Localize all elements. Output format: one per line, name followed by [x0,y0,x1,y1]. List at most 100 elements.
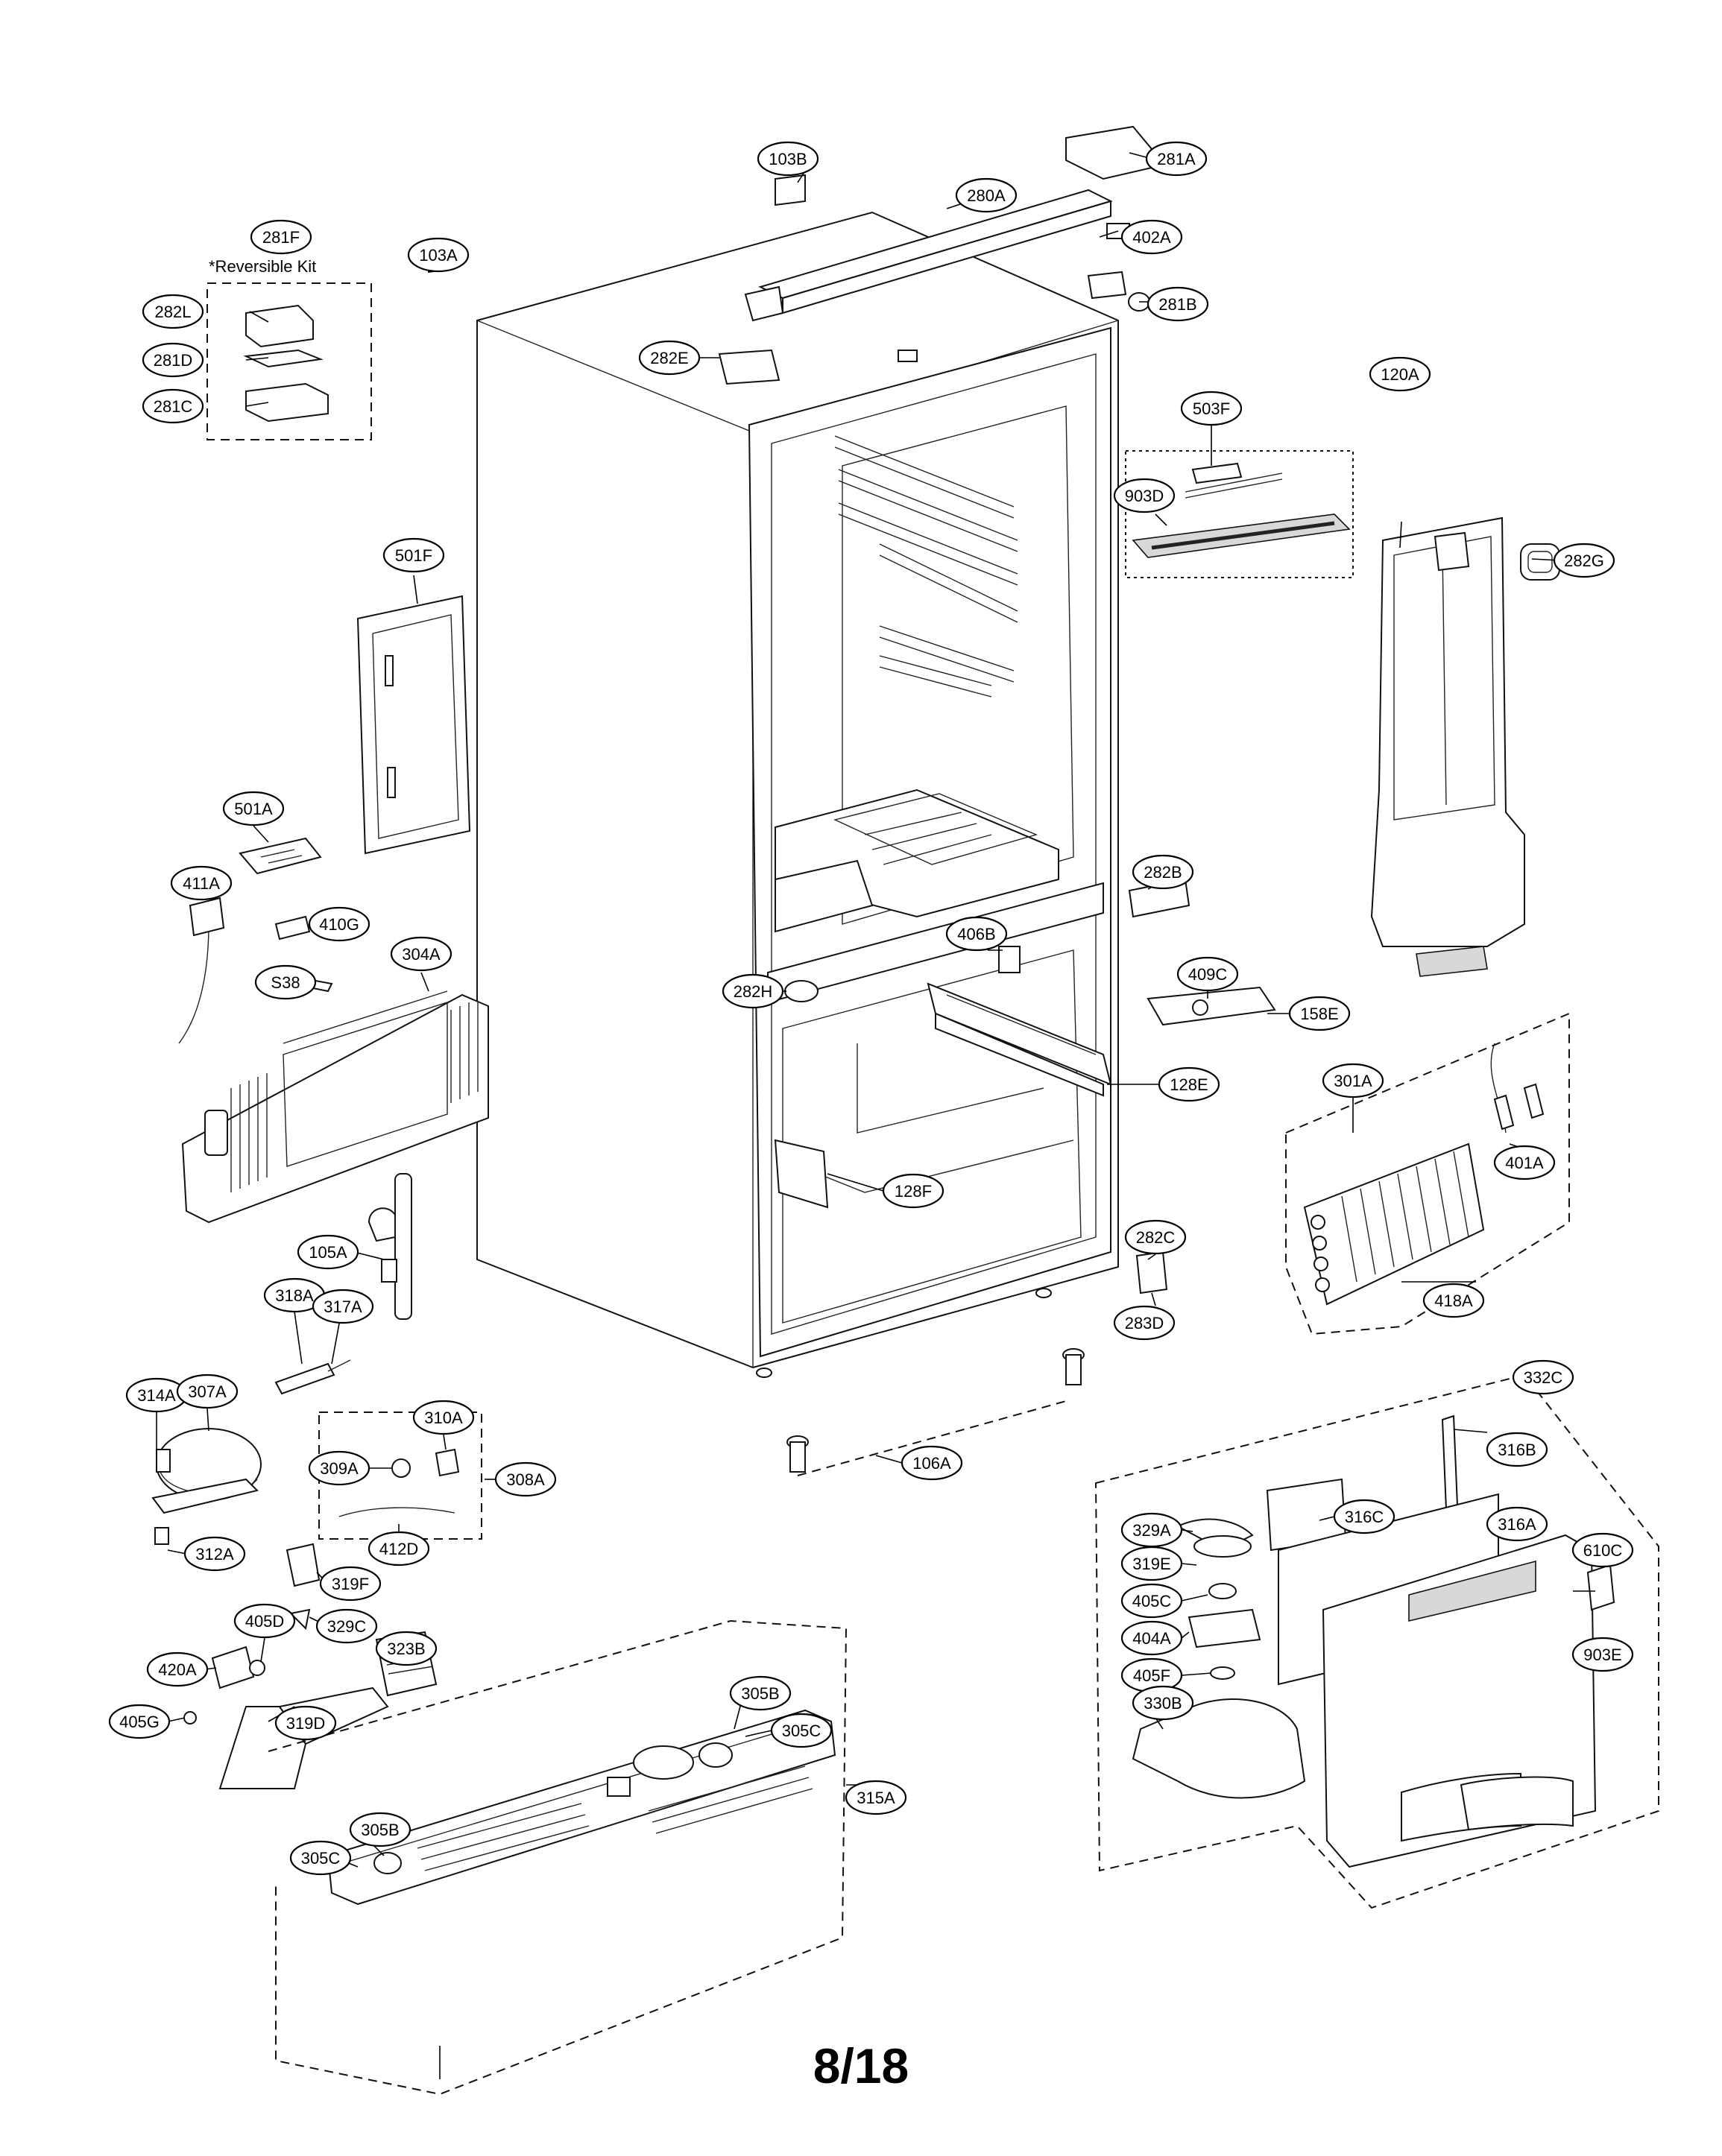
callout-402a: 402A [1120,219,1183,255]
callout-label: 103A [419,246,458,265]
callout-label: 282L [155,303,192,321]
callout-158e: 158E [1288,996,1351,1031]
callout-282g: 282G [1553,543,1615,578]
callout-401a: 401A [1493,1145,1556,1180]
back-cover [181,990,489,1224]
evaporator-group [1285,1012,1570,1335]
callout-103a: 103A [407,237,470,273]
callout-128f: 128F [882,1173,944,1209]
callout-label: 418A [1434,1292,1473,1310]
callout-label: 283D [1125,1314,1164,1333]
callout-610c: 610C [1571,1532,1634,1568]
callout-282e: 282E [638,340,701,376]
callout-label: 412D [379,1540,419,1558]
callout-label: 281D [154,351,193,370]
callout-labels: 103B 281A 280A 402A 281F 103A 281B 282L 282E 281D… [108,141,1634,1876]
callout-label: 401A [1505,1154,1544,1172]
callout-label: 501F [395,546,432,565]
callout-309a: 309A [308,1450,370,1486]
evaporator-tube-ends [1311,1215,1330,1292]
callout-501a: 501A [222,791,285,826]
callout-label: 282C [1136,1228,1176,1247]
refrigerator-cabinet [476,211,1119,1378]
callout-103b: 103B [757,141,819,177]
callout-330b: 330B [1132,1685,1194,1721]
callout-405c: 405C [1120,1583,1183,1619]
callout-281a: 281A [1145,141,1208,177]
callout-label: 304A [402,945,441,964]
page-number: 8/18 [813,2038,909,2093]
capillary-parts [274,1359,351,1395]
callout-283d: 283D [1113,1305,1176,1341]
callout-329a: 329A [1120,1512,1183,1548]
callout-label: 610C [1583,1541,1623,1560]
callout-label: 281A [1157,150,1196,168]
part-406B [998,946,1021,973]
power-cord [178,897,225,1044]
part-319F [286,1543,321,1587]
callout-label: 420A [158,1660,197,1679]
callout-label: 309A [320,1459,359,1478]
lamp-cover [1147,986,1276,1026]
callout-305b-top: 305B [729,1675,792,1711]
callout-label: 128E [1170,1075,1208,1094]
callout-281b: 281B [1147,286,1209,322]
callout-420a: 420A [146,1651,209,1687]
callout-label: 282E [650,349,688,367]
callout-405d: 405D [233,1603,296,1639]
callout-label: 307A [188,1382,227,1401]
callout-305c-top: 305C [770,1713,833,1748]
part-410G [274,915,311,941]
callout-282c: 282C [1124,1219,1187,1255]
callout-label: 903D [1125,487,1164,505]
callout-501f: 501F [382,537,445,573]
callout-903d: 903D [1113,478,1176,513]
callout-label: 308A [506,1470,545,1489]
callout-409c: 409C [1176,956,1239,992]
part-128F [774,1139,829,1209]
base-plate [268,1619,848,2096]
reversible-kit: *Reversible Kit [206,257,372,440]
callout-316b: 316B [1486,1432,1548,1467]
callout-label: 305C [782,1722,821,1740]
callout-label: 280A [967,186,1006,205]
callout-301a: 301A [1322,1063,1384,1098]
callout-label: 282G [1564,551,1604,570]
callout-307a: 307A [176,1373,239,1409]
fan-shroud-group [1094,1373,1659,1909]
callout-label: 282B [1144,863,1182,882]
callout-280a: 280A [955,177,1018,213]
callout-label: 316B [1498,1441,1536,1459]
callout-label: S38 [271,973,300,992]
callout-label: 305B [361,1821,399,1839]
callout-label: 501A [234,800,273,818]
callout-label: 319D [286,1714,326,1733]
callout-label: 319F [332,1575,369,1593]
callout-503f: 503F [1180,391,1243,426]
callout-label: 404A [1132,1629,1171,1648]
callout-308a: 308A [494,1461,557,1497]
callout-282b: 282B [1132,854,1194,890]
callout-label: 405D [245,1612,285,1631]
panel-part-501F [356,595,471,855]
callout-282l: 282L [142,294,204,329]
callout-label: 319E [1132,1555,1170,1573]
callout-323b: 323B [375,1631,438,1666]
callout-418a: 418A [1422,1283,1485,1318]
damper-group [1125,450,1354,578]
callout-411a: 411A [170,865,233,901]
callout-405g: 405G [108,1704,171,1739]
callout-281f: 281F [250,219,312,255]
callout-315a: 315A [845,1780,907,1815]
callout-label: 903E [1583,1646,1621,1664]
reversible-kit-note: *Reversible Kit [209,257,316,276]
callout-label: 301A [1334,1072,1372,1090]
callout-label: 329C [327,1617,367,1636]
callout-282h: 282H [722,973,784,1009]
evaporator-fan-motor [1132,1518,1306,1799]
callout-label: 402A [1132,228,1171,247]
callout-304a: 304A [390,936,452,972]
callout-281d: 281D [142,342,204,378]
callout-305c-bot: 305C [289,1840,352,1876]
callout-label: 105A [309,1243,347,1262]
